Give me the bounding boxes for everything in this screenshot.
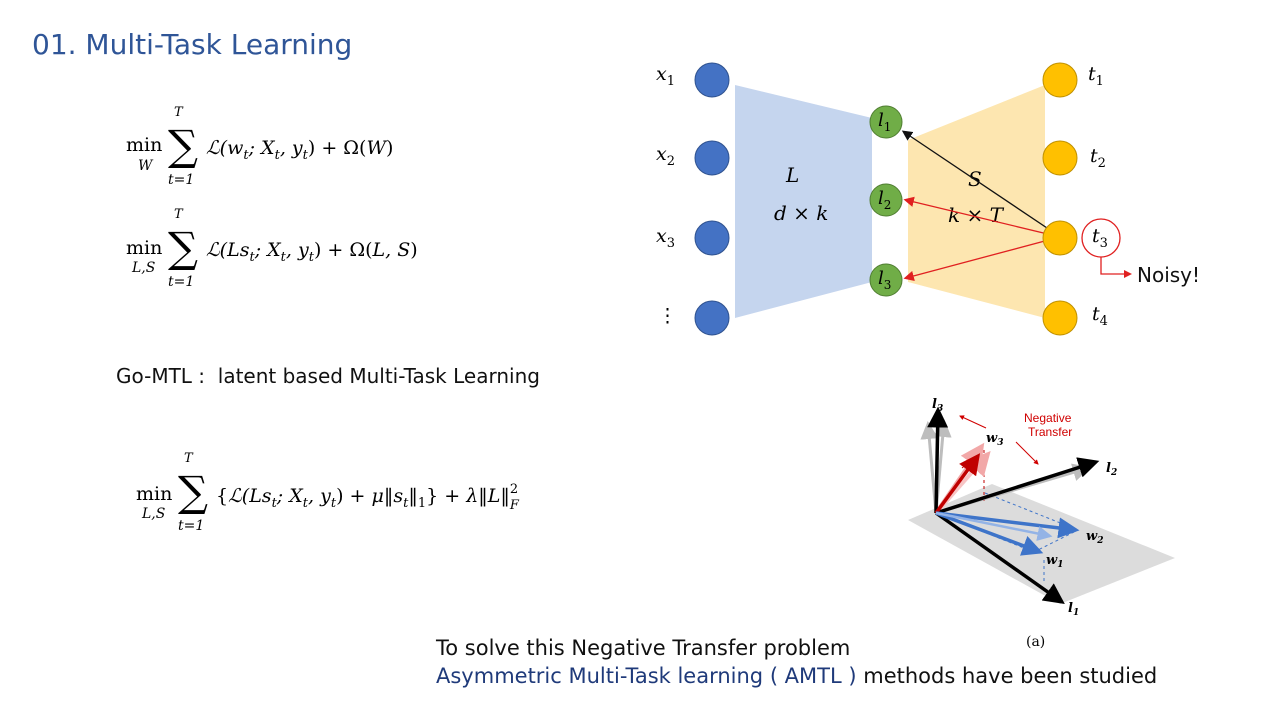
latent-node-1	[869, 105, 903, 139]
input-label-4: ⋮	[658, 305, 677, 327]
negative-transfer-label: Negative Transfer	[1024, 411, 1075, 439]
eq3-sum-bottom: t=1	[178, 518, 204, 534]
task-label-1: t1	[1088, 63, 1104, 89]
noisy-callout-line	[1100, 257, 1124, 275]
L-label: L	[785, 163, 799, 187]
eq1-body: ℒ(wt; Xt, yt) + Ω(W)	[206, 137, 393, 163]
eq2-sigma: ∑	[168, 223, 198, 272]
l3-t3-link	[903, 234, 1059, 282]
equation-2: min L,S T ∑ t=1 ℒ(Lst; Xt, yt) + Ω(L, S)	[126, 207, 418, 290]
eq3-min: min	[136, 483, 172, 505]
l3-vector	[927, 406, 949, 514]
latent-node-3	[869, 263, 903, 297]
equation-3: min L,S T ∑ t=1 {ℒ(Lst; Xt, yt) + μ‖st‖1…	[136, 451, 520, 534]
S-matrix-band	[908, 85, 1045, 318]
task-label-3: t3	[1092, 225, 1108, 251]
eq3-sigma: ∑	[178, 467, 208, 516]
task-node-1	[1042, 62, 1078, 98]
go-mtl-caption: Go-MTL : latent based Multi-Task Learnin…	[116, 364, 540, 388]
footer-line-2-rest: methods have been studied	[856, 664, 1158, 688]
task-label-2: t2	[1090, 145, 1106, 171]
task-label-4: t4	[1092, 303, 1108, 329]
figure-caption: (a)	[1026, 634, 1045, 650]
task-node-4	[1042, 300, 1078, 336]
eq2-sum-bottom: t=1	[168, 274, 194, 290]
S-dims: k × T	[948, 203, 1005, 227]
negative-transfer-arrow-2	[1015, 441, 1039, 465]
eq1-sum-top: T	[174, 105, 184, 120]
eq1-sub: W	[138, 158, 154, 174]
footer-line-1: To solve this Negative Transfer problem	[436, 636, 851, 660]
input-node-2	[694, 140, 730, 176]
input-node-4	[694, 300, 730, 336]
task-node-2	[1042, 140, 1078, 176]
l1-vector	[934, 511, 1065, 605]
w3-vector	[934, 453, 981, 515]
input-node-3	[694, 220, 730, 256]
footer-line-2: Asymmetric Multi-Task learning ( AMTL ) …	[436, 664, 1157, 688]
input-node-1	[694, 62, 730, 98]
w-ghost-vector	[935, 511, 1053, 541]
noisy-callout-arrowhead	[1124, 270, 1132, 278]
equation-1: min W T ∑ t=1 ℒ(wt; Xt, yt) + Ω(W)	[126, 105, 393, 188]
L-matrix-band	[735, 85, 872, 318]
input-label-2: x2	[656, 143, 675, 169]
vec-label-l3: l3	[932, 397, 943, 414]
eq3-sub: L,S	[141, 506, 165, 522]
vec-label-w3: w3	[986, 431, 1003, 448]
latent-node-2	[869, 183, 903, 217]
amtl-highlight: Asymmetric Multi-Task learning ( AMTL )	[436, 664, 857, 688]
l2-vector	[935, 457, 1100, 515]
noisy-label: Noisy!	[1137, 263, 1200, 287]
eq2-body: ℒ(Lst; Xt, yt) + Ω(L, S)	[206, 239, 418, 265]
eq2-sum-top: T	[174, 207, 184, 222]
eq3-body: {ℒ(Lst; Xt, yt) + μ‖st‖1} + λ‖L‖F2	[216, 482, 520, 513]
task-node-3	[1042, 220, 1078, 256]
negative-transfer-line-2: Transfer	[1028, 425, 1072, 439]
eq1-sum-bottom: t=1	[168, 172, 194, 188]
equations-top: min W T ∑ t=1 ℒ(wt; Xt, yt) + Ω(W) min L…	[126, 105, 418, 290]
negative-transfer-line-1: Negative	[1024, 411, 1072, 425]
input-label-1: x1	[656, 63, 675, 89]
slide-title: 01. Multi-Task Learning	[32, 28, 353, 61]
eq2-sub: L,S	[131, 260, 155, 276]
L-dims: d × k	[774, 201, 828, 225]
eq1-min: min	[126, 134, 162, 156]
go-mtl-description: latent based Multi-Task Learning	[217, 364, 540, 388]
eq2-min: min	[126, 237, 162, 259]
input-label-3: x3	[656, 225, 675, 251]
vec-label-l2: l2	[1106, 461, 1117, 478]
eq1-sigma: ∑	[168, 121, 198, 170]
negative-transfer-arrow-1	[959, 415, 987, 429]
eq3-sum-top: T	[184, 451, 194, 466]
network-diagram: L d × k S k × T x1 x2 x3 ⋮ l1 l2 l3 t1 t…	[656, 62, 1200, 336]
w2-vector	[935, 511, 1080, 539]
w1-vector	[935, 511, 1044, 556]
vec-label-l1: l1	[1068, 601, 1079, 618]
l2-t3-link	[903, 196, 1059, 240]
go-mtl-label: Go-MTL :	[116, 364, 206, 388]
vector-figure: l3 l2 l1 w3 w2 w1 Negative Transfer (a)	[908, 397, 1175, 650]
